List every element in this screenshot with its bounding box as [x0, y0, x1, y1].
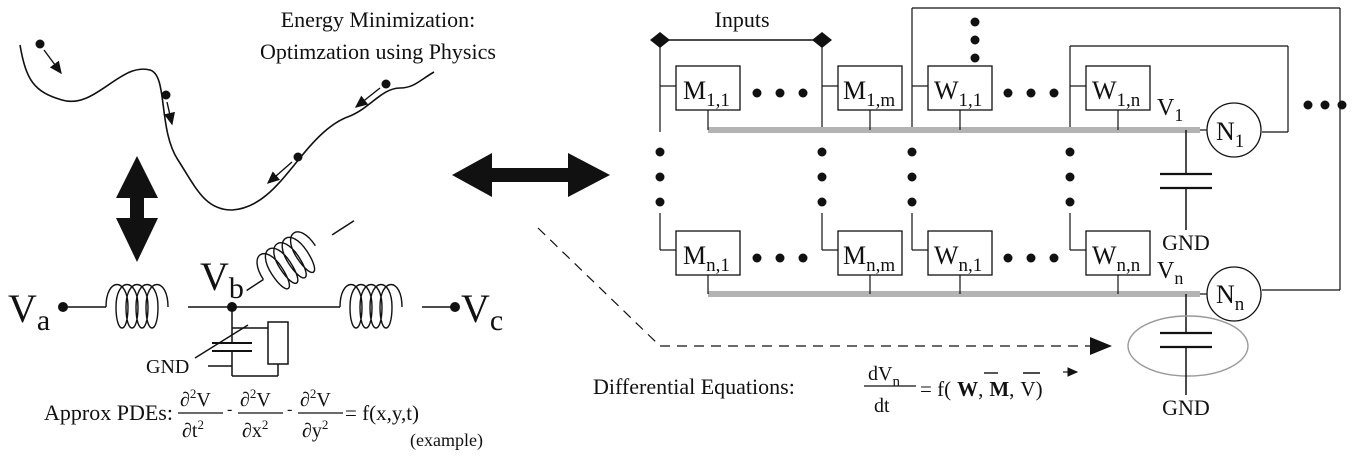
gnd-label-bottom: GND [1162, 395, 1210, 420]
diffeq-numerator: dVn [868, 363, 900, 390]
svg-text:M1,1: M1,1 [683, 76, 730, 111]
svg-text:W1,n: W1,n [1092, 76, 1141, 111]
vc-node [450, 302, 460, 312]
ball-1-arrow [43, 49, 62, 75]
circuit-panel: Va Vb Vc GND [8, 220, 503, 378]
svg-text:Mn,1: Mn,1 [683, 241, 730, 276]
resistor [267, 321, 289, 365]
ball-3-arrow [354, 87, 381, 108]
cell-w-1-1 [927, 65, 993, 111]
cell-w-1-n [1085, 65, 1151, 111]
pde-note: (example) [410, 430, 483, 451]
energy-title-line1: Energy Minimization: [281, 7, 476, 32]
ball-4-arrow [266, 161, 293, 184]
cell-m-n-m [837, 230, 903, 276]
diffeq-denominator: dt [874, 395, 890, 417]
dashed-arrowhead-icon [1090, 337, 1112, 355]
cell-m-1-1 [675, 65, 741, 111]
differential-equation: Differential Equations: dVn dt = f(W,M,V… [593, 363, 1079, 417]
pde-denom-3: ∂y2 [302, 417, 328, 442]
column-ellipsis-dots [655, 147, 1075, 207]
pde-rhs: = f(x,y,t) [345, 401, 419, 425]
pde-denom-1: ∂t2 [182, 417, 204, 442]
inductor-right [339, 283, 403, 329]
pde-denom-2: ∂x2 [242, 417, 268, 442]
svg-text:-: - [227, 401, 232, 418]
svg-text:-: - [287, 401, 292, 418]
energy-panel: Energy Minimization: Optimzation using P… [19, 7, 496, 211]
crossbar-array: Inputs [650, 7, 1347, 420]
ball-4 [293, 152, 303, 162]
diffeq-label: Differential Equations: [593, 374, 795, 399]
svg-text:= f(W,M,V): = f(W,M,V) [920, 377, 1043, 401]
svg-text:M1,m: M1,m [843, 76, 895, 111]
va-label: Va [8, 286, 50, 337]
pde-label: Approx PDEs: [44, 400, 173, 425]
pde-numer-2: ∂2V [240, 386, 271, 411]
vc-label: Vc [461, 286, 503, 337]
svg-text:Nn: Nn [1216, 280, 1245, 315]
energy-title-line2: Optimzation using Physics [260, 39, 496, 64]
capacitor-highlight-ellipse [1127, 315, 1249, 377]
v1-label: V1 [1157, 95, 1183, 125]
neuron-1 [1206, 102, 1262, 158]
svg-text:Wn,1: Wn,1 [934, 241, 982, 276]
cell-m-n-1 [675, 230, 741, 276]
pde-equation: Approx PDEs: ∂2V ∂t2 - ∂2V ∂x2 - ∂2V ∂y2… [44, 386, 483, 451]
neuron-n [1206, 266, 1262, 322]
vn-label: Vn [1157, 258, 1183, 288]
ball-1 [35, 39, 45, 49]
cell-w-n-1 [927, 230, 993, 276]
inductor-diagonal [246, 220, 355, 292]
vb-label: Vb [200, 254, 244, 305]
pde-numer-1: ∂2V [180, 386, 211, 411]
inputs-label: Inputs [715, 7, 770, 32]
inductor-left [105, 283, 169, 329]
ball-2 [161, 90, 171, 100]
ball-2-arrow [164, 101, 175, 126]
gnd-label-top: GND [1162, 230, 1210, 255]
dashed-link [537, 227, 661, 347]
gnd-label-circuit: GND [146, 356, 189, 378]
diagonal-lead [194, 324, 249, 359]
cell-w-n-n [1085, 230, 1151, 276]
energy-curve [19, 44, 435, 211]
horizontal-double-arrow-icon [452, 153, 610, 197]
ball-3 [381, 79, 391, 89]
svg-text:Wn,n: Wn,n [1092, 241, 1141, 276]
pde-numer-3: ∂2V [300, 386, 331, 411]
vertical-double-arrow-icon [116, 156, 158, 262]
svg-text:N1: N1 [1216, 117, 1244, 152]
svg-text:W1,1: W1,1 [934, 76, 982, 111]
svg-text:Mn,m: Mn,m [843, 241, 895, 276]
